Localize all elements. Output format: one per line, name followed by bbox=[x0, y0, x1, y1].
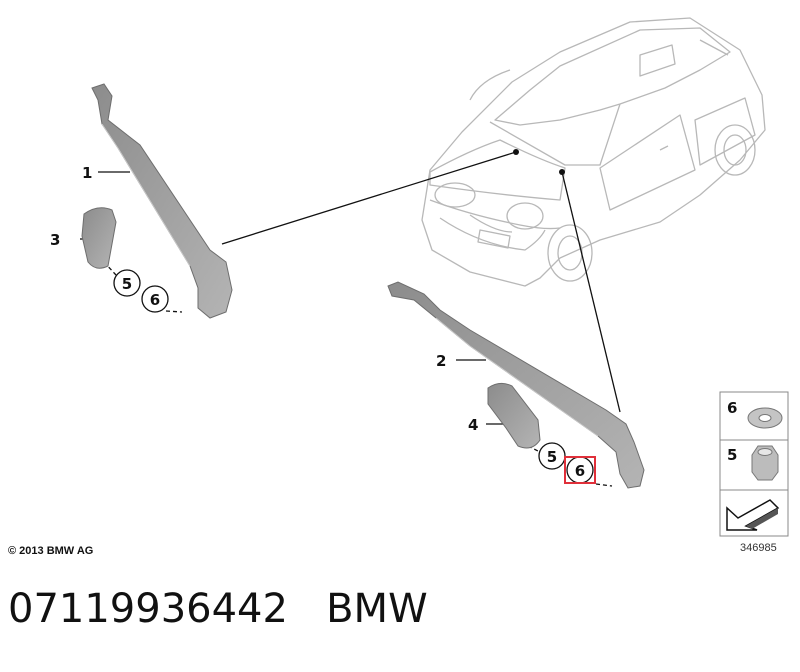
wiper-cap-3[interactable] bbox=[81, 207, 117, 269]
car-outline bbox=[421, 17, 766, 287]
wiper-arm-2[interactable] bbox=[387, 281, 645, 489]
legend-5-label: 5 bbox=[727, 446, 737, 464]
nut-icon bbox=[751, 445, 779, 481]
wiper-arm-1[interactable] bbox=[91, 83, 233, 319]
part-number: 07119936442 bbox=[8, 586, 288, 632]
mount-point-left bbox=[513, 149, 519, 155]
callout-5-right-label: 5 bbox=[547, 448, 557, 466]
callout-2: 2 bbox=[436, 352, 446, 370]
legend-nut[interactable]: 5 bbox=[727, 445, 779, 481]
callout-5-left-label: 5 bbox=[122, 275, 132, 293]
part-number-line: 07119936442 BMW bbox=[8, 586, 428, 632]
callout-6-right-label: 6 bbox=[575, 462, 585, 480]
callout-4: 4 bbox=[468, 416, 478, 434]
legend-arrow[interactable] bbox=[726, 499, 780, 531]
mount-point-right bbox=[559, 169, 565, 175]
direction-arrow-icon bbox=[726, 499, 780, 531]
callout-6-right-highlighted[interactable]: 6 bbox=[564, 456, 596, 484]
callout-6-left[interactable]: 6 bbox=[141, 285, 169, 313]
brand-name: BMW bbox=[326, 586, 428, 632]
diagram-reference-number: 346985 bbox=[740, 542, 777, 554]
callout-1: 1 bbox=[82, 164, 92, 182]
copyright-text: © 2013 BMW AG bbox=[8, 545, 93, 557]
legend-washer[interactable]: 6 bbox=[727, 399, 783, 429]
wiper-cap-4[interactable] bbox=[487, 382, 541, 449]
legend-6-label: 6 bbox=[727, 399, 737, 417]
callout-6-left-label: 6 bbox=[150, 291, 160, 309]
callout-5-right[interactable]: 5 bbox=[538, 442, 566, 470]
callout-3: 3 bbox=[50, 231, 60, 249]
callout-5-left[interactable]: 5 bbox=[113, 269, 141, 297]
